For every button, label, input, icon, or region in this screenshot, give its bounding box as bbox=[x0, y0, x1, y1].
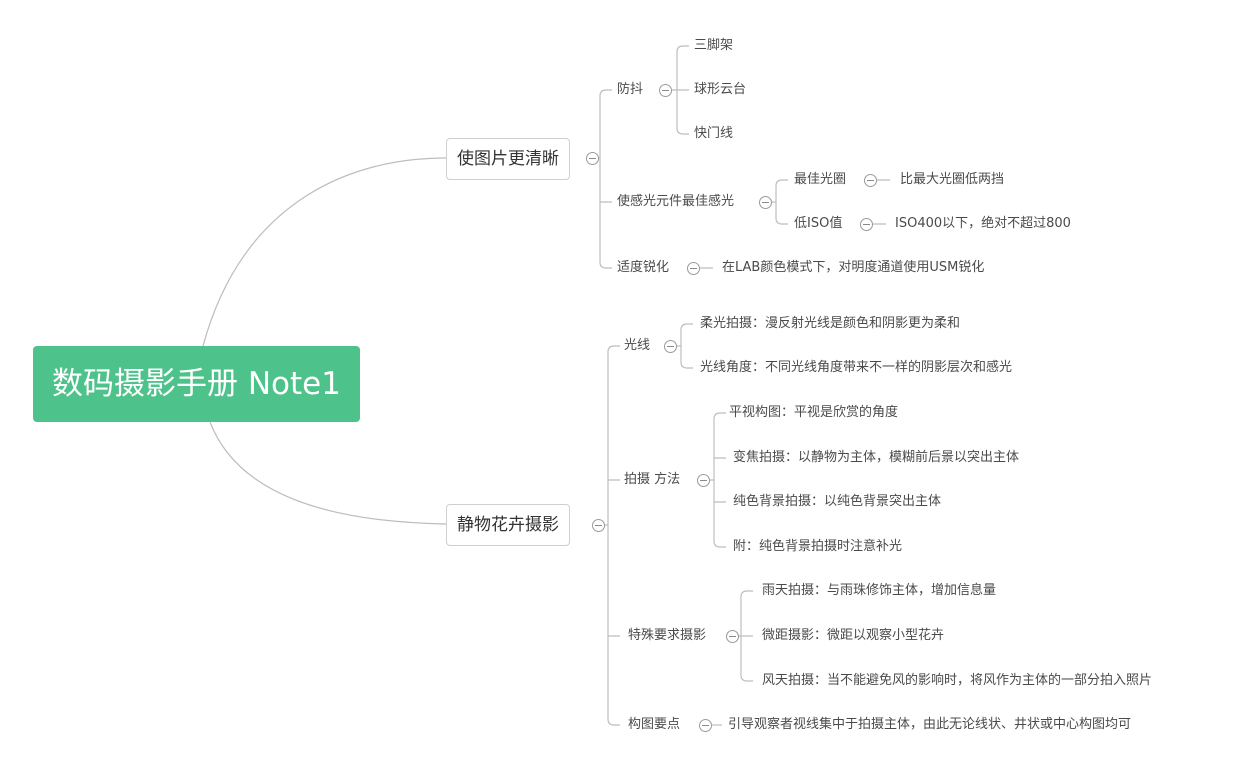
node-composition-detail[interactable]: 引导观察者视线集中于拍摄主体，由此无论线状、井状或中心构图均可 bbox=[728, 717, 1132, 732]
collapse-toggle-icon[interactable] bbox=[860, 218, 873, 231]
node-ball-head[interactable]: 球形云台 bbox=[694, 82, 747, 97]
collapse-toggle-icon[interactable] bbox=[687, 262, 700, 275]
node-windy-day[interactable]: 风天拍摄：当不能避免风的影响时，将风作为主体的一部分拍入照片 bbox=[762, 673, 1153, 688]
node-special-requirements[interactable]: 特殊要求摄影 bbox=[628, 628, 707, 643]
node-shooting-methods[interactable]: 拍摄 方法 bbox=[624, 472, 681, 487]
node-anti-shake[interactable]: 防抖 bbox=[617, 82, 644, 97]
node-composition[interactable]: 构图要点 bbox=[628, 717, 681, 732]
node-best-aperture[interactable]: 最佳光圈 bbox=[794, 172, 847, 187]
collapse-toggle-icon[interactable] bbox=[699, 719, 712, 732]
collapse-toggle-icon[interactable] bbox=[726, 630, 739, 643]
node-eye-level[interactable]: 平视构图：平视是欣赏的角度 bbox=[729, 405, 899, 420]
node-light-angle[interactable]: 光线角度：不同光线角度带来不一样的阴影层次和感光 bbox=[700, 360, 1013, 375]
node-rainy-day[interactable]: 雨天拍摄：与雨珠修饰主体，增加信息量 bbox=[762, 583, 997, 598]
collapse-toggle-icon[interactable] bbox=[659, 84, 672, 97]
branch-sharper-images[interactable]: 使图片更清晰 bbox=[446, 138, 570, 180]
node-sharpening-detail[interactable]: 在LAB颜色模式下，对明度通道使用USM锐化 bbox=[722, 260, 985, 275]
node-lighting[interactable]: 光线 bbox=[624, 338, 651, 353]
root-node[interactable]: 数码摄影手册 Note1 bbox=[33, 346, 360, 422]
node-shutter-release[interactable]: 快门线 bbox=[694, 126, 734, 141]
collapse-toggle-icon[interactable] bbox=[759, 196, 772, 209]
node-zoom[interactable]: 变焦拍摄：以静物为主体，模糊前后景以突出主体 bbox=[733, 450, 1020, 465]
collapse-toggle-icon[interactable] bbox=[697, 474, 710, 487]
node-sharpening[interactable]: 适度锐化 bbox=[617, 260, 670, 275]
node-iso-detail[interactable]: ISO400以下，绝对不超过800 bbox=[895, 216, 1071, 231]
node-soft-light[interactable]: 柔光拍摄：漫反射光线是颜色和阴影更为柔和 bbox=[700, 316, 961, 331]
node-solid-background[interactable]: 纯色背景拍摄：以纯色背景突出主体 bbox=[733, 494, 942, 509]
node-macro[interactable]: 微距摄影：微距以观察小型花卉 bbox=[762, 628, 945, 643]
collapse-toggle-icon[interactable] bbox=[592, 519, 605, 532]
branch-still-life-flowers[interactable]: 静物花卉摄影 bbox=[446, 504, 570, 546]
collapse-toggle-icon[interactable] bbox=[864, 174, 877, 187]
collapse-toggle-icon[interactable] bbox=[586, 152, 599, 165]
node-fill-light-note[interactable]: 附：纯色背景拍摄时注意补光 bbox=[733, 539, 903, 554]
node-aperture-detail[interactable]: 比最大光圈低两挡 bbox=[900, 172, 1005, 187]
collapse-toggle-icon[interactable] bbox=[664, 340, 677, 353]
node-low-iso[interactable]: 低ISO值 bbox=[794, 216, 843, 231]
node-sensor-exposure[interactable]: 使感光元件最佳感光 bbox=[617, 194, 735, 209]
node-tripod[interactable]: 三脚架 bbox=[694, 38, 734, 53]
